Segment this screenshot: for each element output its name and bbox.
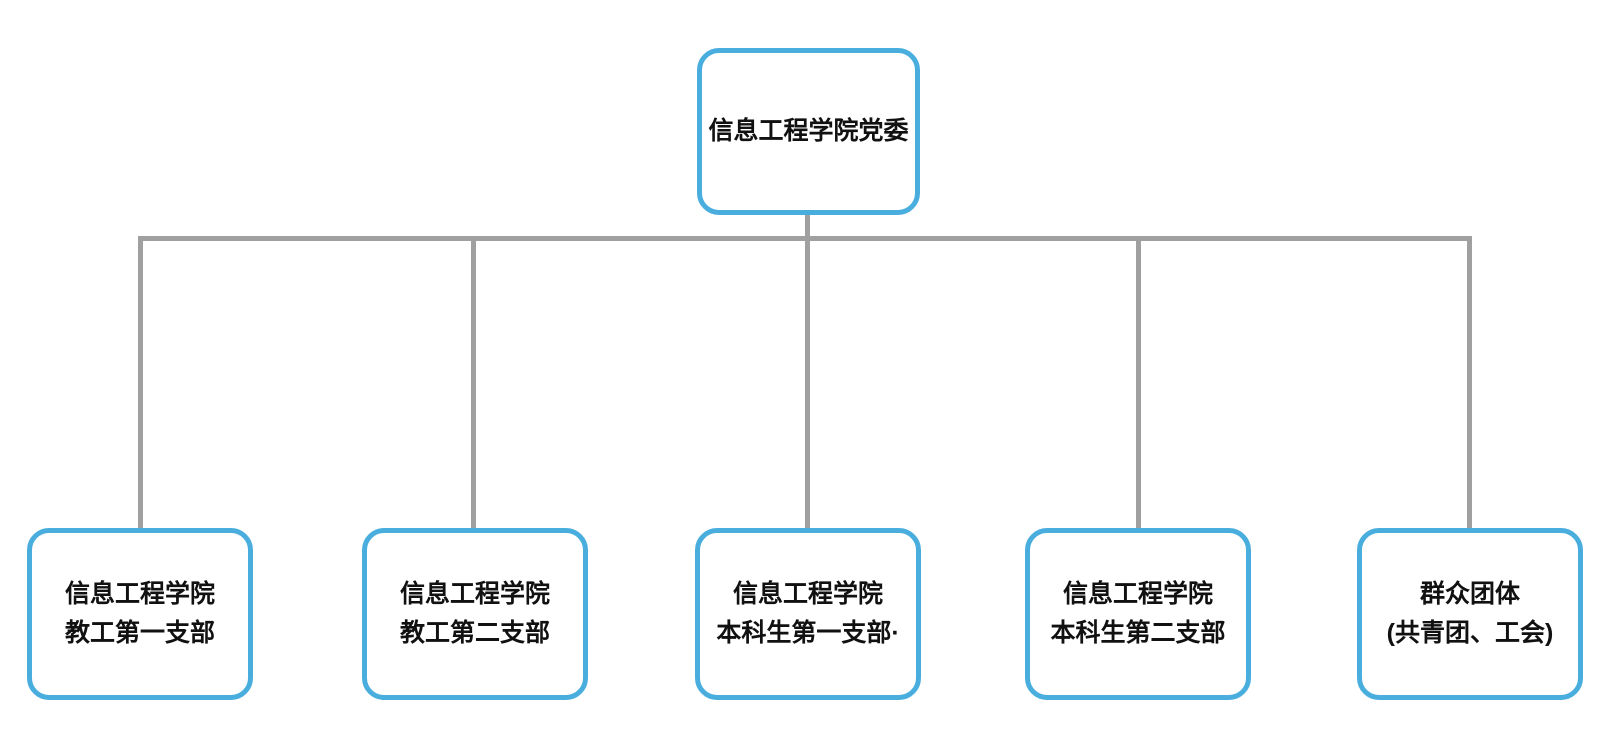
org-node-child-5-line1: 群众团体 xyxy=(1419,580,1520,609)
connector-drop-4 xyxy=(1136,238,1141,528)
connector-drop-1 xyxy=(138,238,143,528)
org-node-child-3-line2: 本科生第一支部· xyxy=(716,619,900,647)
org-node-child-5: 群众团体 (共青团、工会) xyxy=(1357,528,1583,700)
org-node-child-4-line2: 本科生第二支部 xyxy=(1050,619,1226,647)
org-node-child-4-line1: 信息工程学院 xyxy=(1062,580,1213,609)
org-node-child-1-line1: 信息工程学院 xyxy=(64,580,215,609)
org-node-root-label: 信息工程学院党委 xyxy=(708,117,909,146)
org-node-child-3: 信息工程学院 本科生第一支部· xyxy=(695,528,921,700)
connector-drop-2 xyxy=(471,238,476,528)
org-node-child-1-line2: 教工第一支部 xyxy=(64,619,215,647)
org-node-child-2-line1: 信息工程学院 xyxy=(399,580,550,609)
org-node-child-2-line2: 教工第二支部 xyxy=(399,619,550,647)
connector-root-stem xyxy=(805,213,810,241)
org-node-child-1: 信息工程学院 教工第一支部 xyxy=(27,528,253,700)
connector-drop-3 xyxy=(805,238,810,528)
org-node-child-2: 信息工程学院 教工第二支部 xyxy=(362,528,588,700)
org-node-child-4: 信息工程学院 本科生第二支部 xyxy=(1025,528,1251,700)
connector-drop-5 xyxy=(1467,238,1472,528)
org-node-child-3-line1: 信息工程学院 xyxy=(732,580,883,609)
org-node-root: 信息工程学院党委 xyxy=(697,48,920,215)
org-node-child-5-line2: (共青团、工会) xyxy=(1386,619,1554,647)
